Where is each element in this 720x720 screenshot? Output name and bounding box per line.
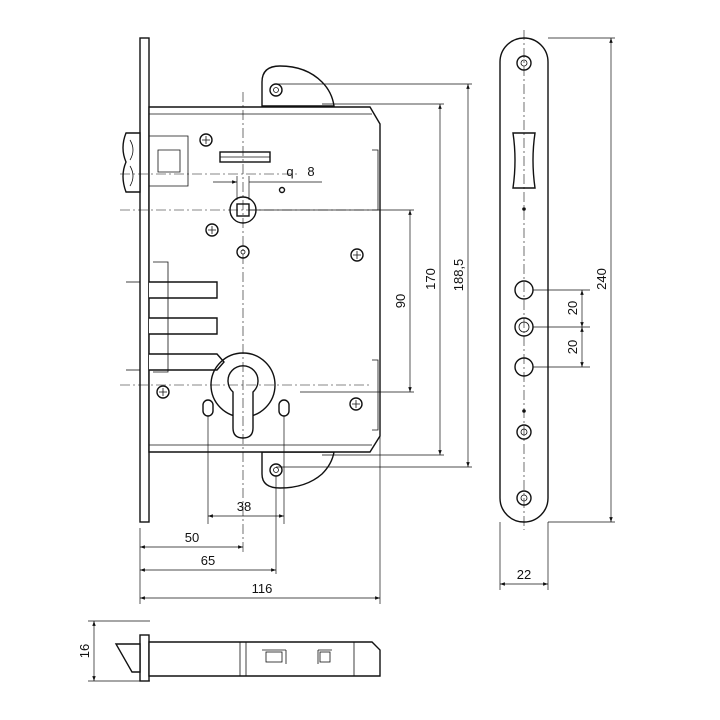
case-screw-lower-right (349, 397, 363, 411)
dim-188-5-label: 188,5 (451, 259, 466, 292)
latch-bolt (122, 132, 141, 193)
dim-20-lower-label: 20 (565, 340, 580, 354)
dim-170-label: 170 (423, 268, 438, 290)
lock-bottom-view (114, 634, 381, 682)
latch-profile (114, 643, 141, 673)
dim-116-label: 116 (252, 581, 273, 596)
dim-22-label: 22 (517, 567, 531, 582)
case-profile (148, 641, 381, 677)
dim-50-label: 50 (185, 530, 199, 545)
upper-fixing-lug (261, 65, 335, 107)
dim-240-label: 240 (594, 268, 609, 290)
dim-90-label: 90 (393, 294, 408, 308)
dim-20-upper-label: 20 (565, 301, 580, 315)
lower-fixing-lug (261, 451, 335, 489)
q-value-label: 8 (307, 164, 314, 179)
case-screw-top (199, 133, 213, 147)
dim-16-label: 16 (77, 644, 92, 658)
lock-front-view (120, 37, 381, 552)
dim-65-label: 65 (201, 553, 215, 568)
dead-bolt (126, 261, 225, 373)
case-screw-right (350, 248, 364, 262)
case-screw-lower-left (156, 385, 170, 399)
case-screw-left (205, 223, 219, 237)
dimension-labels: q 8 90 170 188,5 240 20 20 22 38 50 65 1… (77, 164, 609, 658)
dim-38-label: 38 (237, 499, 251, 514)
forend-side-view (499, 30, 549, 530)
forend-plate (139, 37, 150, 523)
q-label: q (286, 164, 293, 179)
dimension-lines (88, 37, 615, 682)
